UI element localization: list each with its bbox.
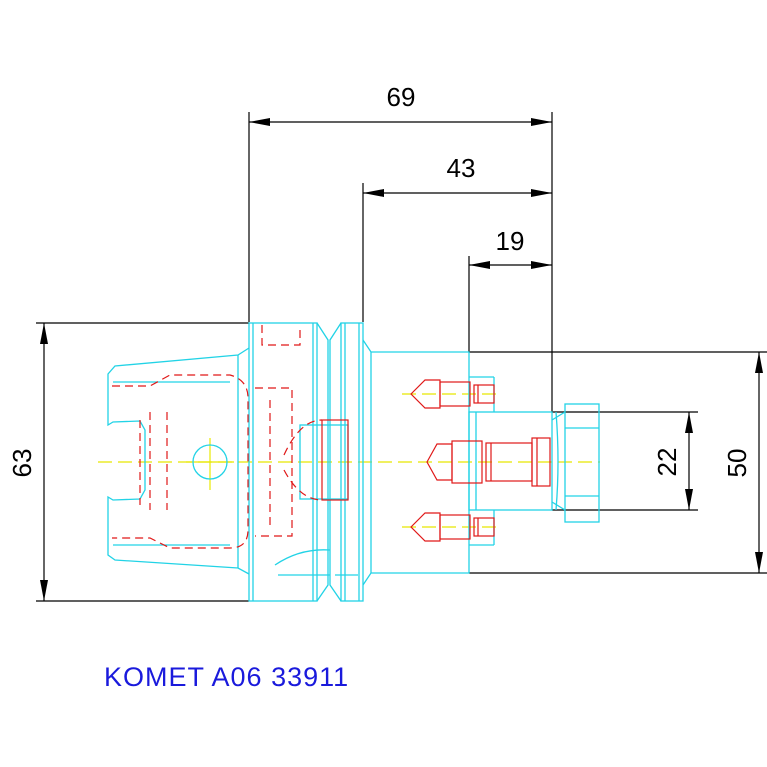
dim-bore-diameter: 22 — [652, 448, 682, 477]
hidden-lines — [112, 325, 551, 549]
drawing-caption: KOMET A06 33911 — [104, 662, 349, 692]
holder-outline — [107, 322, 600, 602]
dimension-lines — [36, 112, 767, 602]
dim-overall-length: 69 — [387, 82, 416, 112]
dim-short-length: 19 — [496, 226, 525, 256]
dim-body-diameter: 50 — [722, 449, 752, 478]
dim-mid-length: 43 — [447, 153, 476, 183]
cross-hole — [192, 444, 228, 480]
dim-flange-diameter: 63 — [7, 449, 37, 478]
centerlines — [98, 393, 600, 528]
